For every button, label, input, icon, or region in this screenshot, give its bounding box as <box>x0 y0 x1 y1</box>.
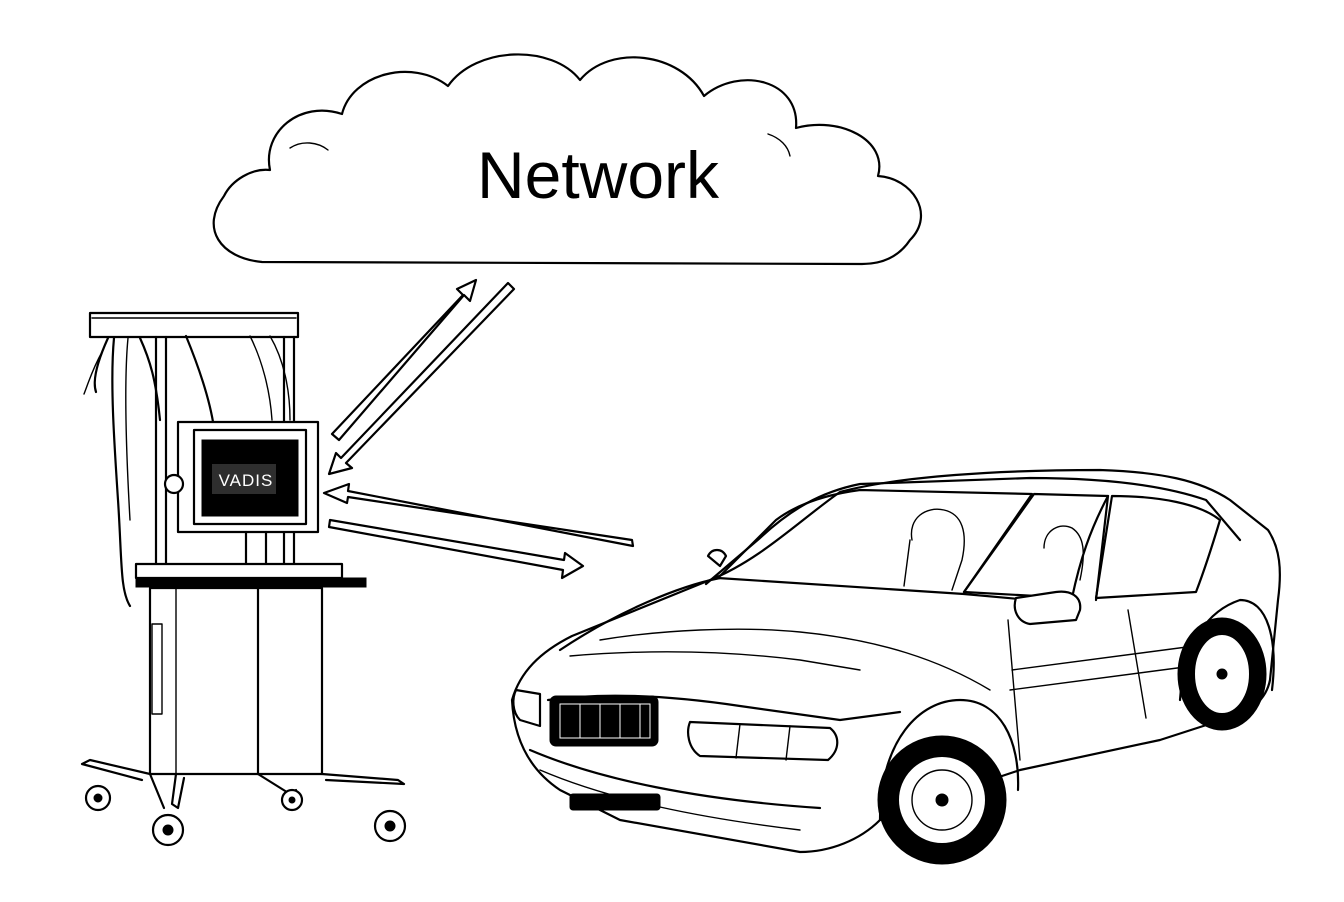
arrow-from-network <box>327 281 516 476</box>
arrow-to-car <box>327 518 585 580</box>
car <box>510 468 1281 865</box>
vadis-workstation: VADIS <box>80 311 407 847</box>
network-cloud: Network <box>212 53 923 266</box>
car-wheel-front <box>877 698 1020 865</box>
cart-wheel <box>151 813 185 847</box>
vadis-screen-label: VADIS <box>219 471 274 490</box>
network-label: Network <box>477 138 720 212</box>
cart-wheel <box>280 788 304 812</box>
arrow-to-network <box>330 278 478 442</box>
arrow-from-car <box>322 482 635 548</box>
cart-wheel <box>84 784 112 812</box>
cart-wheel <box>373 809 407 843</box>
car-wheel-rear <box>1177 598 1275 731</box>
